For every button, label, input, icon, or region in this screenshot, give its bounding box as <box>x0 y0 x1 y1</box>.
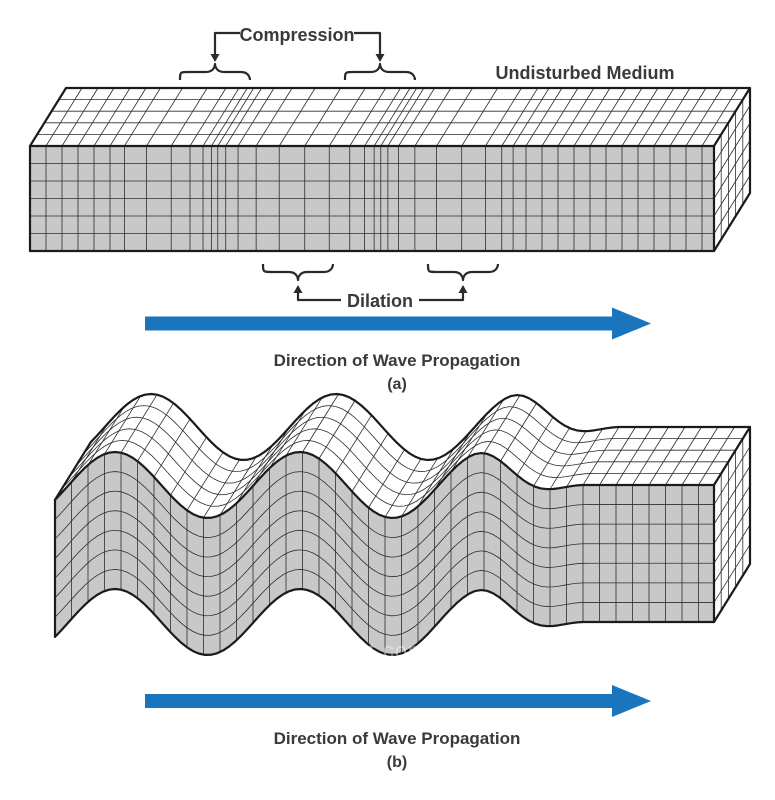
p-wave-annotations <box>178 31 500 302</box>
s-wave-block <box>53 392 752 657</box>
wave-direction-arrow-b <box>145 685 651 717</box>
undisturbed-medium-label: Undisturbed Medium <box>496 63 675 83</box>
brace <box>178 62 252 81</box>
direction-label-a: Direction of Wave Propagation <box>274 351 521 370</box>
compression-label: Compression <box>239 25 354 45</box>
direction-label-b: Direction of Wave Propagation <box>274 729 521 748</box>
p-wave-grid <box>30 87 751 251</box>
brace <box>426 263 500 282</box>
pointer-arrowhead <box>458 285 468 293</box>
pointer-arrow <box>296 293 341 302</box>
brace <box>343 62 417 81</box>
brace <box>261 263 335 282</box>
wave-direction-arrow-a <box>145 307 651 340</box>
dilation-label: Dilation <box>347 291 413 311</box>
pointer-arrow <box>419 293 465 302</box>
pointer-arrowhead <box>210 54 220 62</box>
pointer-arrow <box>213 31 240 54</box>
s-wave-grid <box>54 393 751 655</box>
pointer-arrowhead <box>375 54 385 62</box>
pointer-arrowhead <box>293 285 303 293</box>
p-wave-faces <box>30 88 750 251</box>
p-wave-block <box>28 86 752 253</box>
caption-b: (b) <box>387 754 407 771</box>
p-wave-outline <box>28 86 752 253</box>
pointer-arrow <box>354 31 382 54</box>
watermark: t.com <box>369 638 428 663</box>
s-wave-outline <box>53 392 752 657</box>
caption-a: (a) <box>387 376 407 393</box>
